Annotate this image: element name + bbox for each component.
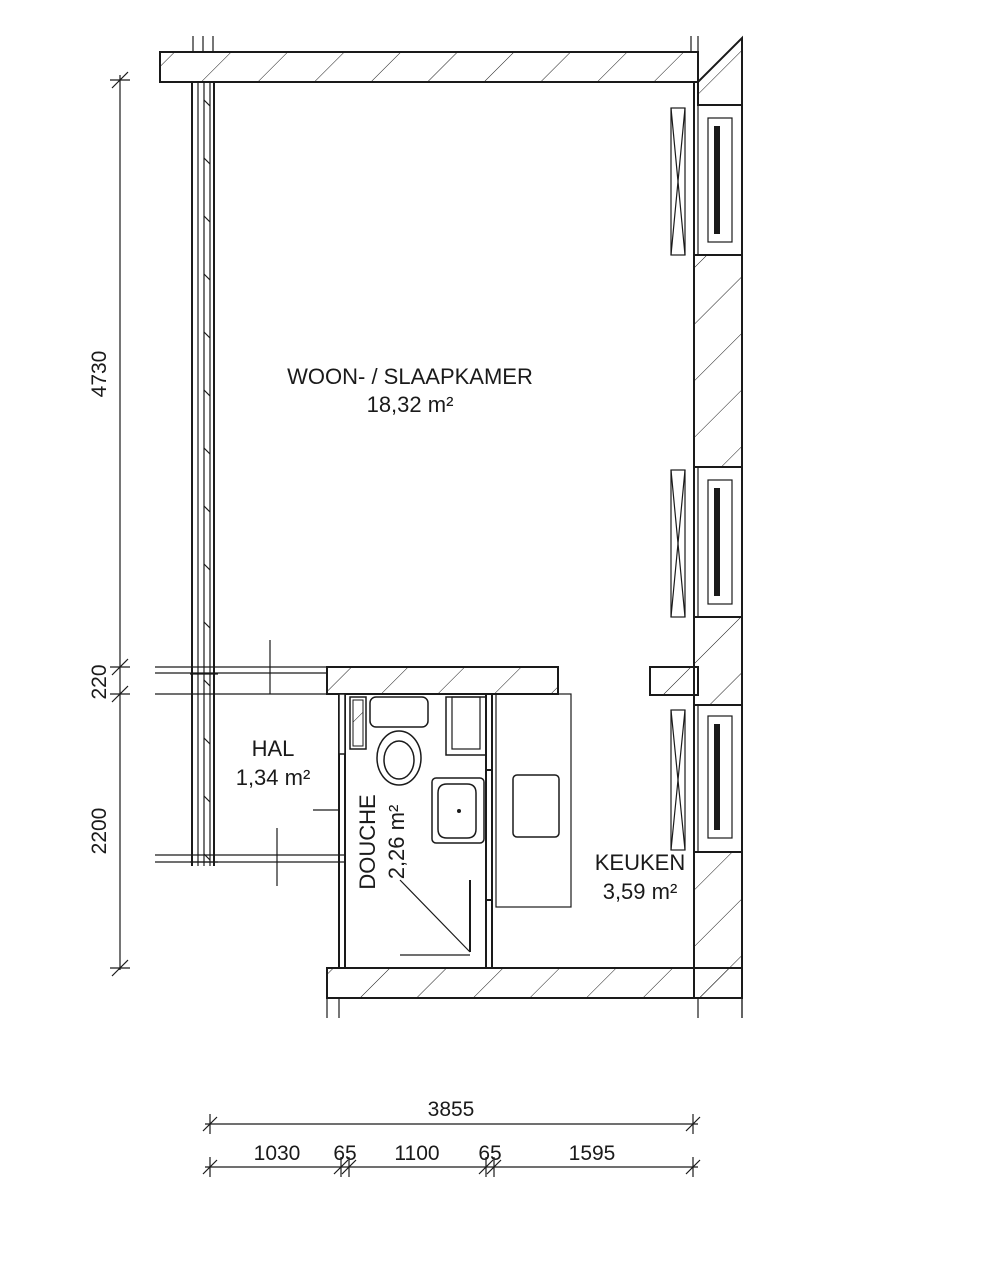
facade-tick (203, 273, 211, 281)
right-wall-pier-1 (693, 254, 743, 468)
interior-wall (326, 666, 559, 695)
dim-horizontal-1030: 1030 (254, 1142, 301, 1165)
room-name-hal: HAL (252, 736, 295, 761)
room-area-hal: 1,34 m² (236, 765, 311, 790)
vertical-dimensions: 4730 220 2200 (88, 71, 130, 977)
top-wall (159, 51, 699, 83)
toilet (369, 696, 429, 786)
facade-tick (203, 447, 211, 455)
facade-tick (203, 621, 211, 629)
window-1 (670, 82, 743, 256)
kitchen-counter (495, 693, 572, 908)
facade-tick (203, 157, 211, 165)
dim-horizontal-65-a: 65 (333, 1142, 356, 1165)
wall-protrusion (649, 666, 699, 696)
facade-tick (203, 679, 211, 687)
room-area-woon-slaapkamer: 18,32 m² (367, 392, 454, 417)
room-area-keuken: 3,59 m² (603, 879, 678, 904)
dim-horizontal-65-b: 65 (478, 1142, 501, 1165)
dim-vertical-220: 220 (88, 664, 111, 699)
facade-tick (203, 795, 211, 803)
facade-tick (203, 563, 211, 571)
dim-vertical-2200: 2200 (88, 808, 111, 855)
bathroom (313, 693, 493, 968)
facade-tick (203, 331, 211, 339)
sink (431, 777, 485, 844)
dim-horizontal-1100: 1100 (394, 1142, 439, 1165)
left-facade (155, 82, 345, 886)
bath-closet (445, 696, 487, 756)
room-area-douche: 2,26 m² (384, 805, 409, 880)
dim-horizontal-1595: 1595 (569, 1142, 616, 1165)
facade-tick (203, 737, 211, 745)
room-name-woon-slaapkamer: WOON- / SLAAPKAMER (287, 364, 533, 389)
walls (159, 35, 743, 1018)
window-3 (670, 704, 743, 853)
facade-tick (203, 215, 211, 223)
dim-vertical-4730: 4730 (88, 351, 111, 398)
corner-wall-top-right (697, 35, 743, 106)
facade-tick (203, 99, 211, 107)
bottom-wall (326, 967, 743, 999)
horizontal-dimensions: 3855 1030 65 1100 65 1595 (202, 1098, 701, 1177)
facade-tick (203, 505, 211, 513)
room-labels: WOON- / SLAAPKAMER 18,32 m² HAL 1,34 m² … (236, 364, 686, 904)
dim-horizontal-total: 3855 (428, 1098, 475, 1121)
window-2 (670, 466, 743, 618)
right-wall-pier-2 (693, 616, 743, 706)
room-name-keuken: KEUKEN (595, 850, 685, 875)
room-name-douche: DOUCHE (355, 794, 380, 889)
facade-windows (670, 38, 743, 853)
facade-tick (203, 389, 211, 397)
